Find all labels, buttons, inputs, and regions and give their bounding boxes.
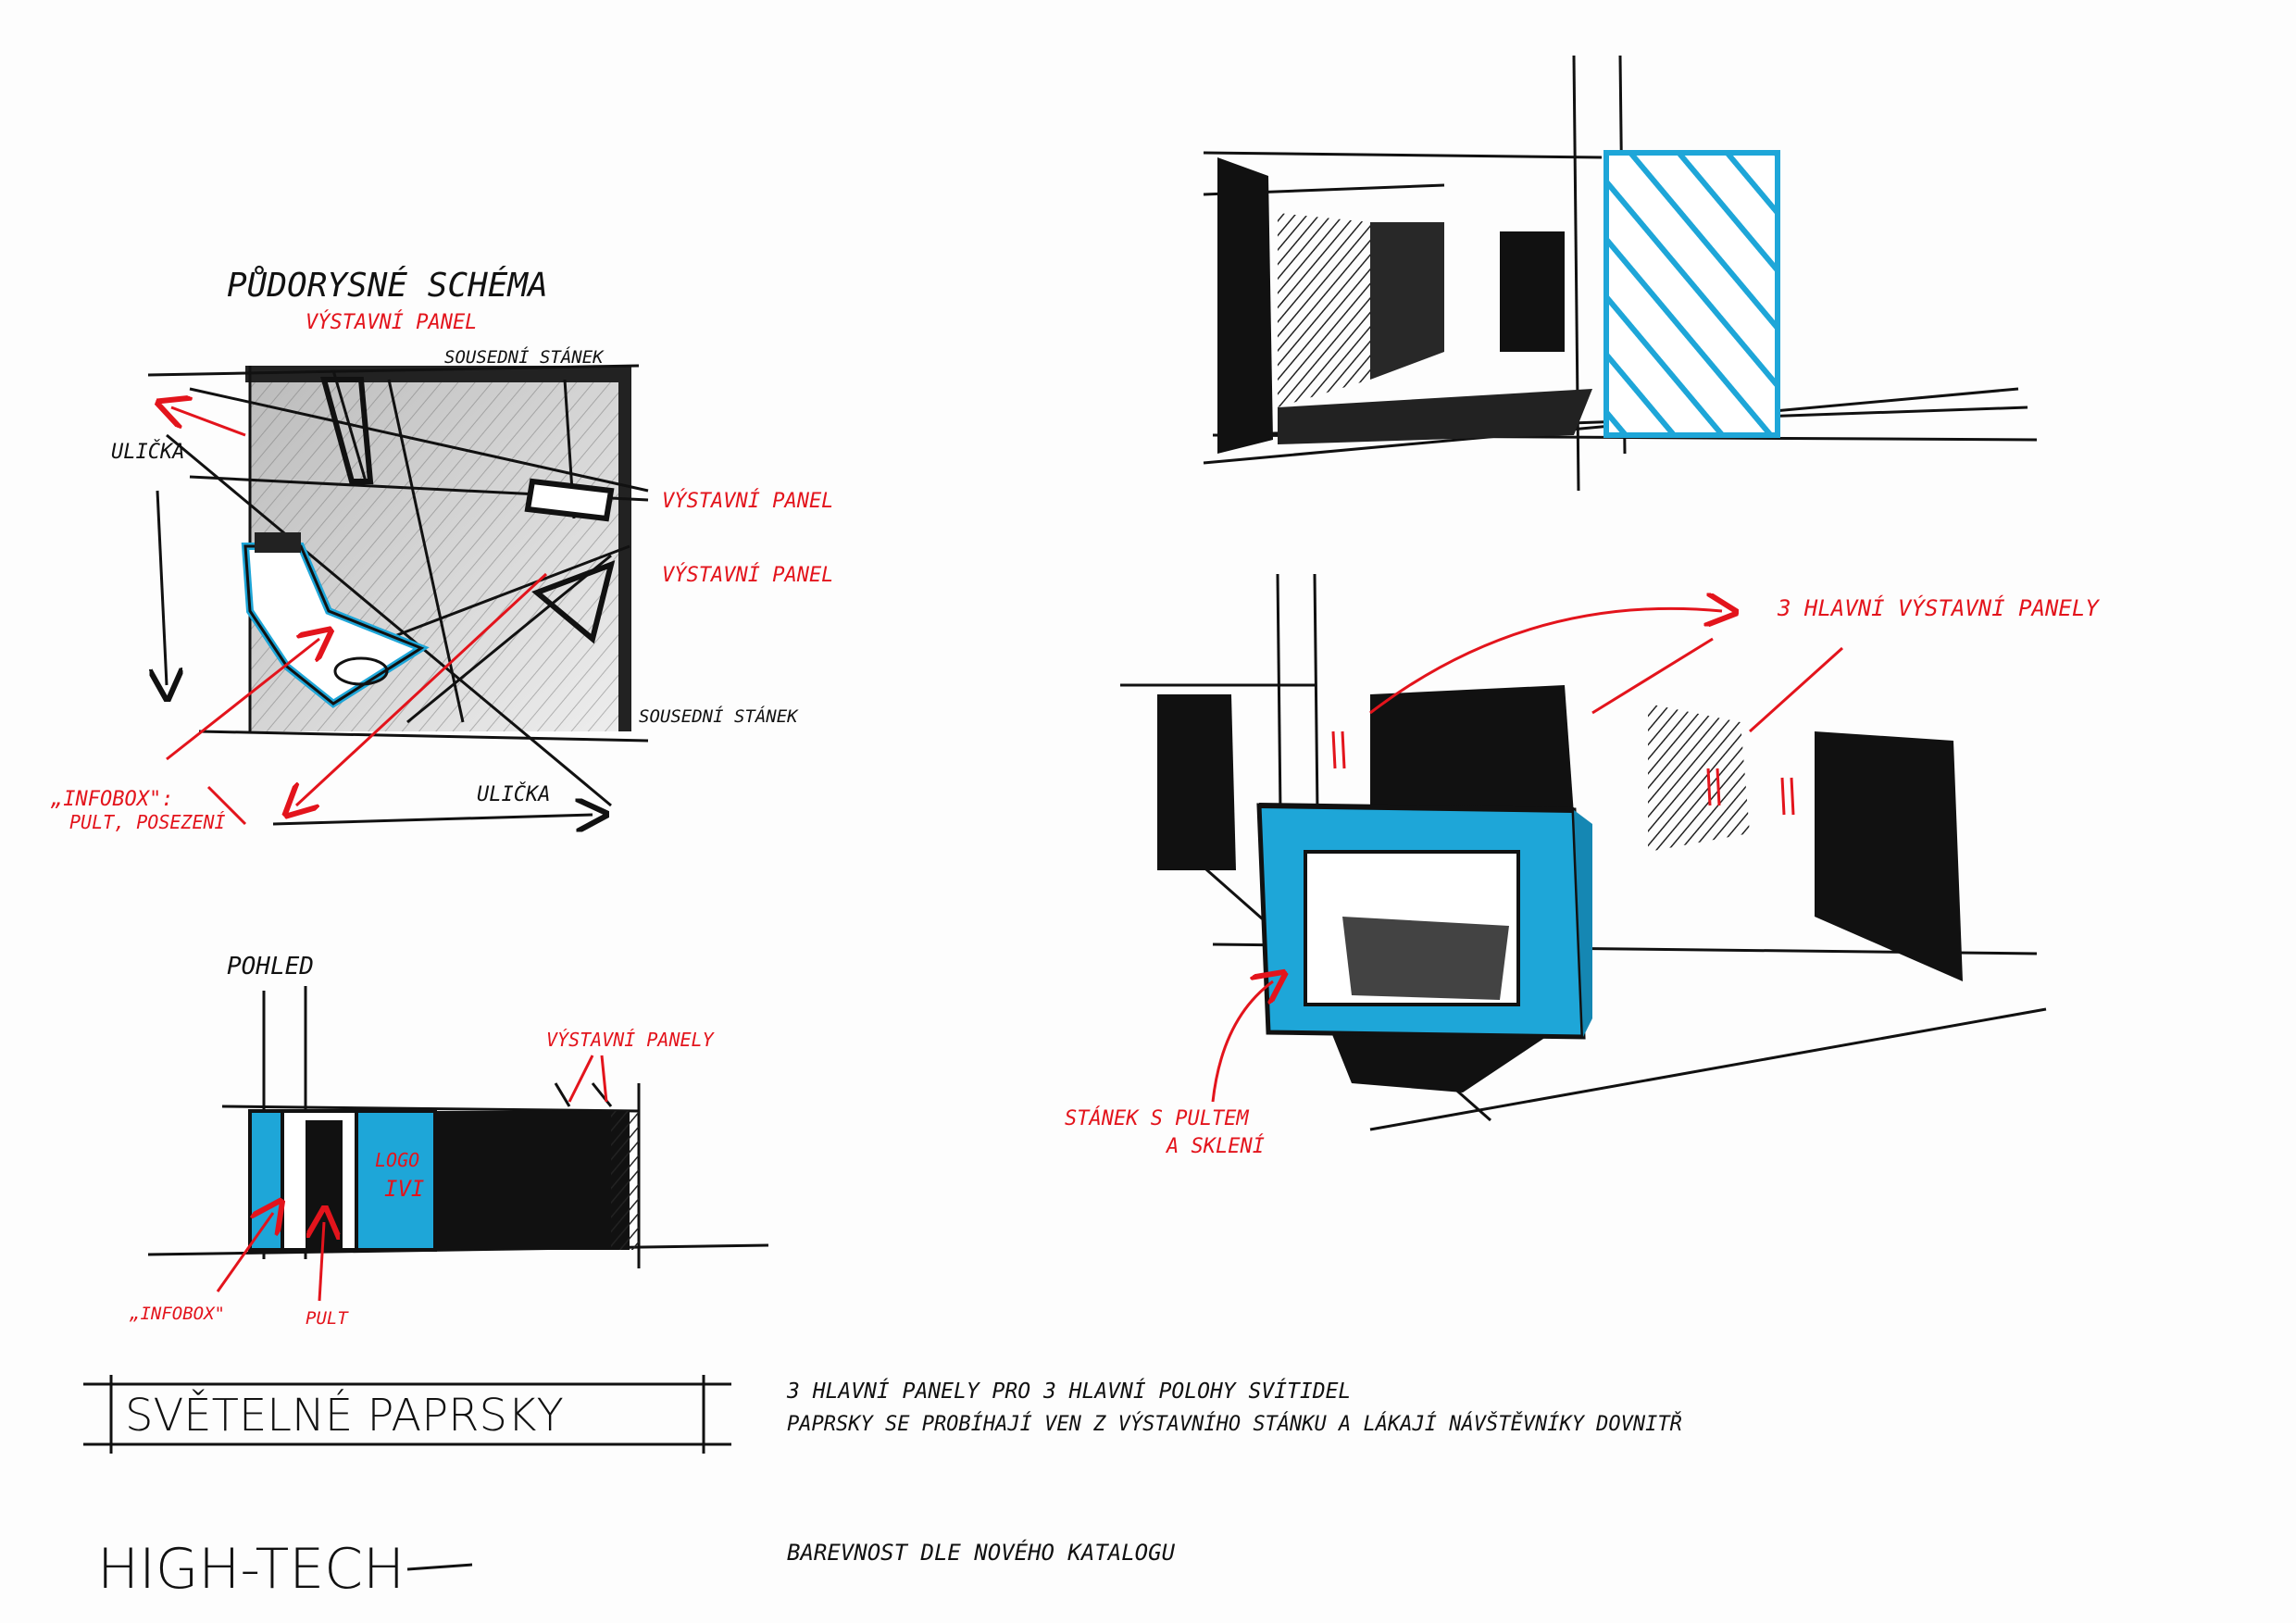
perspective-label-stanek: STÁNEK S PULTEM — [1065, 1106, 1249, 1130]
elevation-label-panels: VÝSTAVNÍ PANELY — [546, 1029, 716, 1051]
plan-label-panel-right-2: VÝSTAVNÍ PANEL — [662, 563, 833, 587]
footer-note-1: 3 HLAVNÍ PANELY PRO 3 HLAVNÍ POLOHY SVÍT… — [786, 1378, 1351, 1404]
perspective-top — [1203, 55, 2038, 492]
elevation-logo-mark: IVI — [384, 1176, 424, 1202]
plan-label-ulicka-bottom: ULIČKA — [477, 782, 550, 806]
perspective-label-stanek-2: A SKLENÍ — [1165, 1134, 1265, 1158]
elevation-view — [147, 986, 769, 1302]
footer-note-2: PAPRSKY SE PROBÍHAJÍ VEN Z VÝSTAVNÍHO ST… — [787, 1412, 1682, 1436]
plan-label-neighbor-top: SOUSEDNÍ STÁNEK — [444, 346, 605, 368]
elevation-label-pult: PULT — [306, 1308, 349, 1329]
footer-graphics — [83, 1375, 731, 1571]
perspective-label-main-panels: 3 HLAVNÍ VÝSTAVNÍ PANELY — [1777, 594, 2100, 621]
perspective-bottom — [1120, 573, 2047, 1131]
floor-plan — [147, 364, 649, 824]
elevation-title: POHLED — [227, 953, 314, 980]
plan-label-neighbor-bottom: SOUSEDNÍ STÁNEK — [639, 705, 799, 727]
elevation-logo: LOGO — [375, 1149, 419, 1171]
plan-label-infobox: „INFOBOX": — [50, 788, 173, 811]
elevation-label-infobox: „INFOBOX" — [129, 1304, 225, 1324]
footer-box-title: SVĚTELNÉ PAPRSKY — [125, 1389, 564, 1442]
footer-colors-note: BAREVNOST DLE NOVÉHO KATALOGU — [787, 1539, 1176, 1566]
plan-label-panel-right-1: VÝSTAVNÍ PANEL — [662, 489, 833, 513]
plan-label-infobox-detail: PULT, POSEZENÍ — [69, 811, 226, 833]
plan-label-ulicka-left: ULIČKA — [111, 440, 184, 464]
footer-style: HIGH-TECH — [97, 1537, 405, 1602]
plan-title: PŮDORYSNÉ SCHÉMA — [227, 265, 548, 305]
plan-label-panel-top: VÝSTAVNÍ PANEL — [306, 310, 477, 334]
